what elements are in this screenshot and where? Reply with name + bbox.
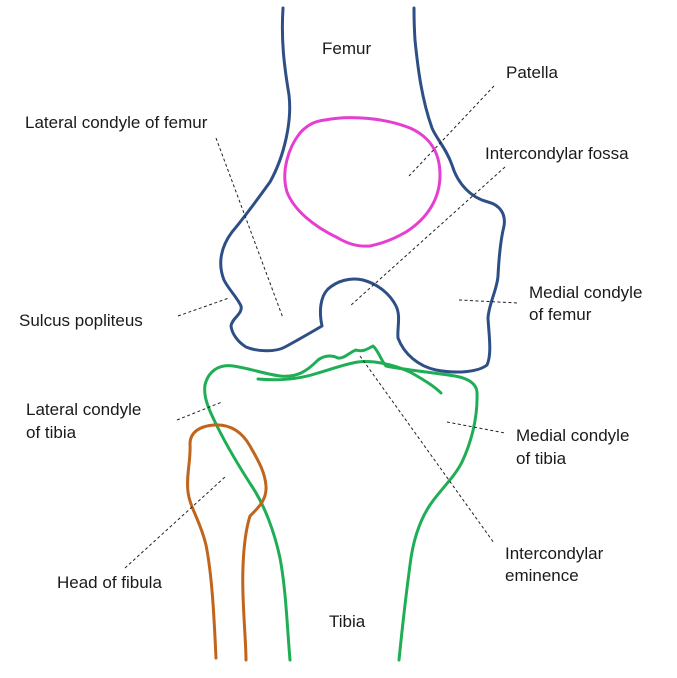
label-tibia: Tibia	[329, 612, 366, 631]
tibial-plateau-line	[256, 360, 443, 395]
leader-intercondylar-fossa	[349, 166, 506, 307]
label-medial-condyle-femur-line2: of femur	[529, 305, 592, 324]
leader-lateral-condyle-tibia	[176, 401, 223, 421]
leader-patella	[408, 85, 495, 177]
leader-lines	[124, 85, 519, 569]
label-head-of-fibula: Head of fibula	[57, 573, 162, 592]
leader-lateral-condyle-femur	[215, 137, 284, 319]
label-intercondylar-eminence-line2: eminence	[505, 566, 579, 585]
label-lateral-condyle-tibia-line2: of tibia	[26, 423, 77, 442]
leader-sulcus-popliteus	[177, 297, 230, 317]
patella-outline	[283, 116, 442, 248]
label-femur: Femur	[322, 39, 371, 58]
label-intercondylar-eminence-line1: Intercondylar	[505, 544, 604, 563]
label-medial-condyle-tibia-line2: of tibia	[516, 449, 567, 468]
leader-medial-condyle-tibia	[446, 421, 506, 434]
leader-head-of-fibula	[124, 476, 226, 569]
label-lateral-condyle-tibia-line1: Lateral condyle	[26, 400, 141, 419]
label-medial-condyle-femur-line1: Medial condyle	[529, 283, 642, 302]
label-medial-condyle-tibia-line1: Medial condyle	[516, 426, 629, 445]
label-lateral-condyle-femur: Lateral condyle of femur	[25, 113, 208, 132]
label-sulcus-popliteus: Sulcus popliteus	[19, 311, 143, 330]
leader-medial-condyle-femur	[458, 299, 519, 304]
label-patella: Patella	[506, 63, 559, 82]
femur-outline	[219, 6, 506, 374]
labels: Femur Patella Lateral condyle of femur I…	[19, 39, 642, 631]
label-intercondylar-fossa: Intercondylar fossa	[485, 144, 629, 163]
fibula-outline	[186, 423, 268, 662]
tibia-outline	[203, 344, 479, 662]
